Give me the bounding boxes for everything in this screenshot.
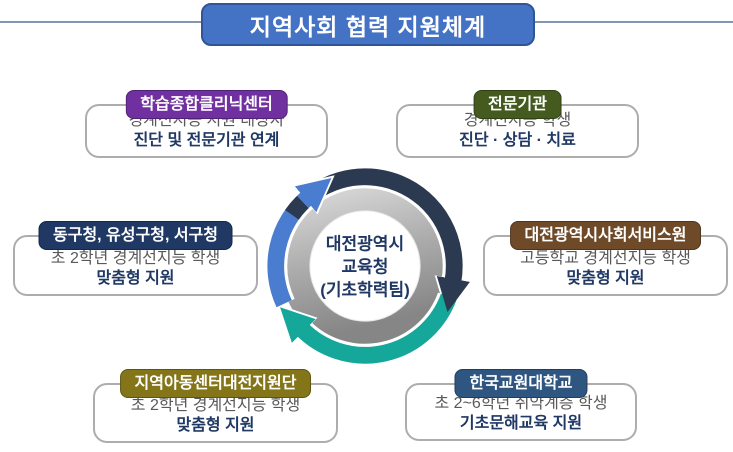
cycle-arrow-blue-tip: [294, 177, 332, 213]
card-children-center-unit: 지역아동센터대전지원단 초 2학년 경계선지능 학생 맞춤형 지원: [93, 369, 338, 443]
card-line2: 맞춤형 지원: [176, 417, 255, 434]
card-line1: 초 2학년 경계선지능 학생: [50, 250, 221, 267]
gray-ring: [280, 181, 450, 351]
page-title: 지역사회 협력 지원체계: [201, 3, 535, 46]
card-district-offices: 동구청, 유성구청, 서구청 초 2학년 경계선지능 학생 맞춤형 지원: [13, 221, 258, 296]
card-knue-university: 한국교원대학교 초 2~6학년 취약계층 학생 기초문해교육 지원: [405, 369, 637, 441]
card-children-center-unit-header: 지역아동센터대전지원단: [119, 369, 312, 399]
card-line2: 기초문해교육 지원: [459, 415, 583, 432]
card-line2: 진단 · 상담 · 치료: [459, 132, 576, 149]
card-line2: 진단 및 전문기관 연계: [133, 132, 280, 149]
hub-label-line2: 교육청: [341, 257, 389, 277]
card-line2: 맞춤형 지원: [566, 270, 645, 287]
card-social-service-agency-header: 대전광역시사회서비스원: [509, 221, 702, 251]
card-clinic-center-header: 학습종합클리닉센터: [125, 90, 288, 120]
card-line2: 맞춤형 지원: [96, 270, 175, 287]
hub-label-line1: 대전광역시: [325, 234, 405, 254]
card-social-service-agency: 대전광역시사회서비스원 고등학교 경계선지능 학생 맞춤형 지원: [483, 221, 728, 296]
card-clinic-center: 학습종합클리닉센터 경계선지능 지원 대상자 진단 및 전문기관 연계: [85, 90, 328, 158]
hub-label-line3: (기초학력팀): [320, 280, 410, 300]
cycle-arrow-teal: [280, 293, 457, 364]
card-expert-org: 전문기관 경계선지능 학생 진단 · 상담 · 치료: [396, 90, 639, 158]
card-line1: 고등학교 경계선지능 학생: [520, 250, 691, 267]
hub-center-circle: [309, 210, 421, 322]
card-line1: 초 2학년 경계선지능 학생: [130, 397, 301, 414]
card-district-offices-header: 동구청, 유성구청, 서구청: [38, 221, 233, 251]
cycle-diagram: [264, 165, 470, 367]
hub-label: 대전광역시 교육청 (기초학력팀): [320, 234, 410, 303]
card-knue-university-header: 한국교원대학교: [454, 369, 588, 399]
page-title-text: 지역사회 협력 지원체계: [249, 13, 487, 40]
card-line1: 초 2~6학년 취약계층 학생: [434, 395, 608, 412]
card-expert-org-header: 전문기관: [473, 90, 562, 120]
